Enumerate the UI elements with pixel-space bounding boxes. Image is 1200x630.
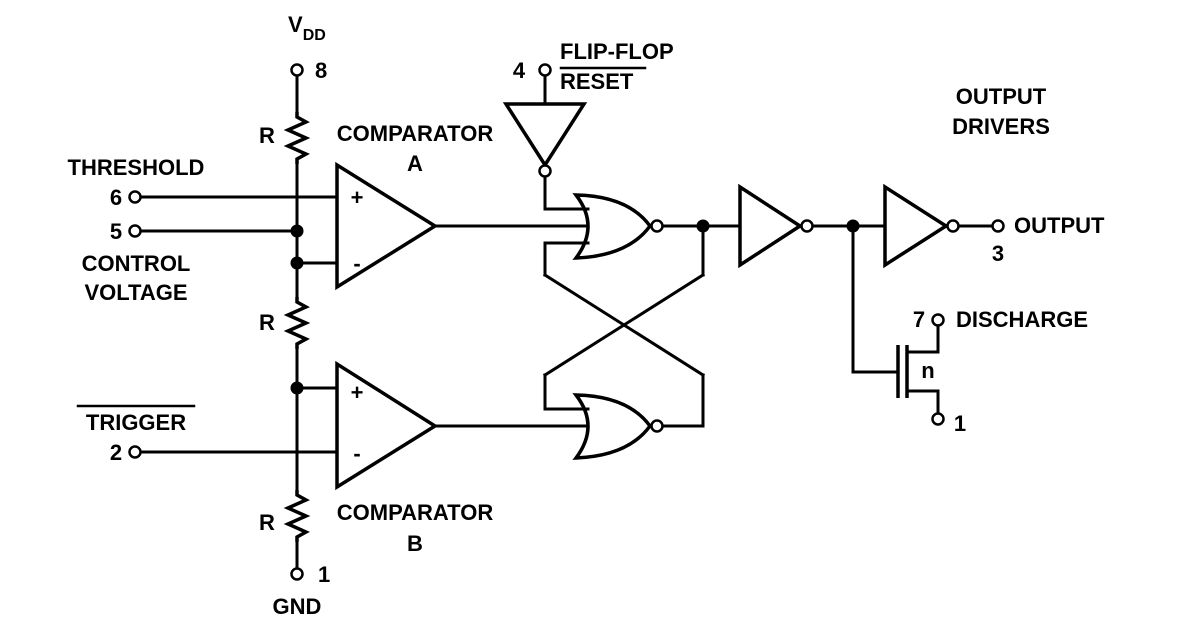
reset-buffer-symbol (502, 102, 588, 169)
pin-5-label: 5 (110, 219, 122, 244)
comparator-b-label: COMPARATOR (337, 500, 494, 525)
junction-dot (290, 381, 304, 395)
nor-gate-upper (572, 193, 653, 260)
transistor-type-label: n (921, 358, 934, 383)
drivers-label: DRIVERS (952, 114, 1050, 139)
resistor-divider (283, 74, 311, 570)
pin-1-source-terminal (931, 412, 945, 426)
pin-4-label: 4 (513, 58, 526, 83)
comparator-a-letter: A (407, 151, 423, 176)
junction-dot (696, 219, 710, 233)
flip-flop-label: FLIP-FLOP (560, 39, 674, 64)
junction-dot (290, 256, 304, 270)
pin-8-terminal (290, 63, 304, 77)
pin-2-label: 2 (110, 440, 122, 465)
resistor-bottom (283, 490, 311, 542)
pin-2-terminal (128, 445, 142, 459)
flip-flop-cross-coupling (542, 224, 742, 428)
pin-5-terminal (128, 224, 142, 238)
pin-6-label: 6 (110, 185, 122, 210)
comparator-b-letter: B (407, 531, 423, 556)
pin-1-gnd-terminal (290, 567, 304, 581)
control-label: CONTROL (82, 251, 191, 276)
pin-6-terminal (128, 190, 142, 204)
resistor-middle-label: R (259, 310, 275, 335)
gnd-label: GND (273, 594, 322, 619)
discharge-transistor: n (851, 224, 940, 415)
resistor-top (283, 112, 311, 164)
junction-dot (846, 219, 860, 233)
discharge-label: DISCHARGE (956, 307, 1088, 332)
comparator-a-symbol (335, 161, 439, 291)
junction-dot (290, 224, 304, 238)
comparator-a-plus: + (351, 185, 364, 210)
vdd-label: VDD (288, 12, 326, 44)
comparator-b-symbol (335, 360, 439, 491)
pin-4-terminal (538, 63, 552, 77)
output-driver-1 (738, 183, 804, 269)
nor-gate-lower (572, 393, 653, 460)
threshold-label: THRESHOLD (68, 155, 205, 180)
resistor-middle (283, 297, 311, 349)
pin-1-gnd-label: 1 (318, 562, 330, 587)
voltage-label: VOLTAGE (84, 280, 187, 305)
resistor-top-label: R (259, 123, 275, 148)
pin-1-source-label: 1 (954, 411, 966, 436)
resistor-bottom-label: R (259, 510, 275, 535)
output-label: OUTPUT (1014, 213, 1105, 238)
comparator-b-plus: + (351, 380, 364, 405)
comparator-b-minus: - (353, 441, 360, 466)
reset-label: RESET (560, 69, 634, 94)
output-drivers-label: OUTPUT (956, 84, 1047, 109)
trigger-label: TRIGGER (86, 410, 186, 435)
pin-7-terminal (931, 313, 945, 327)
pin-7-label: 7 (913, 307, 925, 332)
pin-3-label: 3 (992, 241, 1004, 266)
comparator-a-minus: - (353, 251, 360, 276)
output-driver-2 (883, 183, 950, 269)
pin-8-label: 8 (315, 58, 327, 83)
pin-3-terminal (991, 219, 1005, 233)
reset-buffer-bubble (538, 164, 552, 178)
comparator-a-label: COMPARATOR (337, 121, 494, 146)
